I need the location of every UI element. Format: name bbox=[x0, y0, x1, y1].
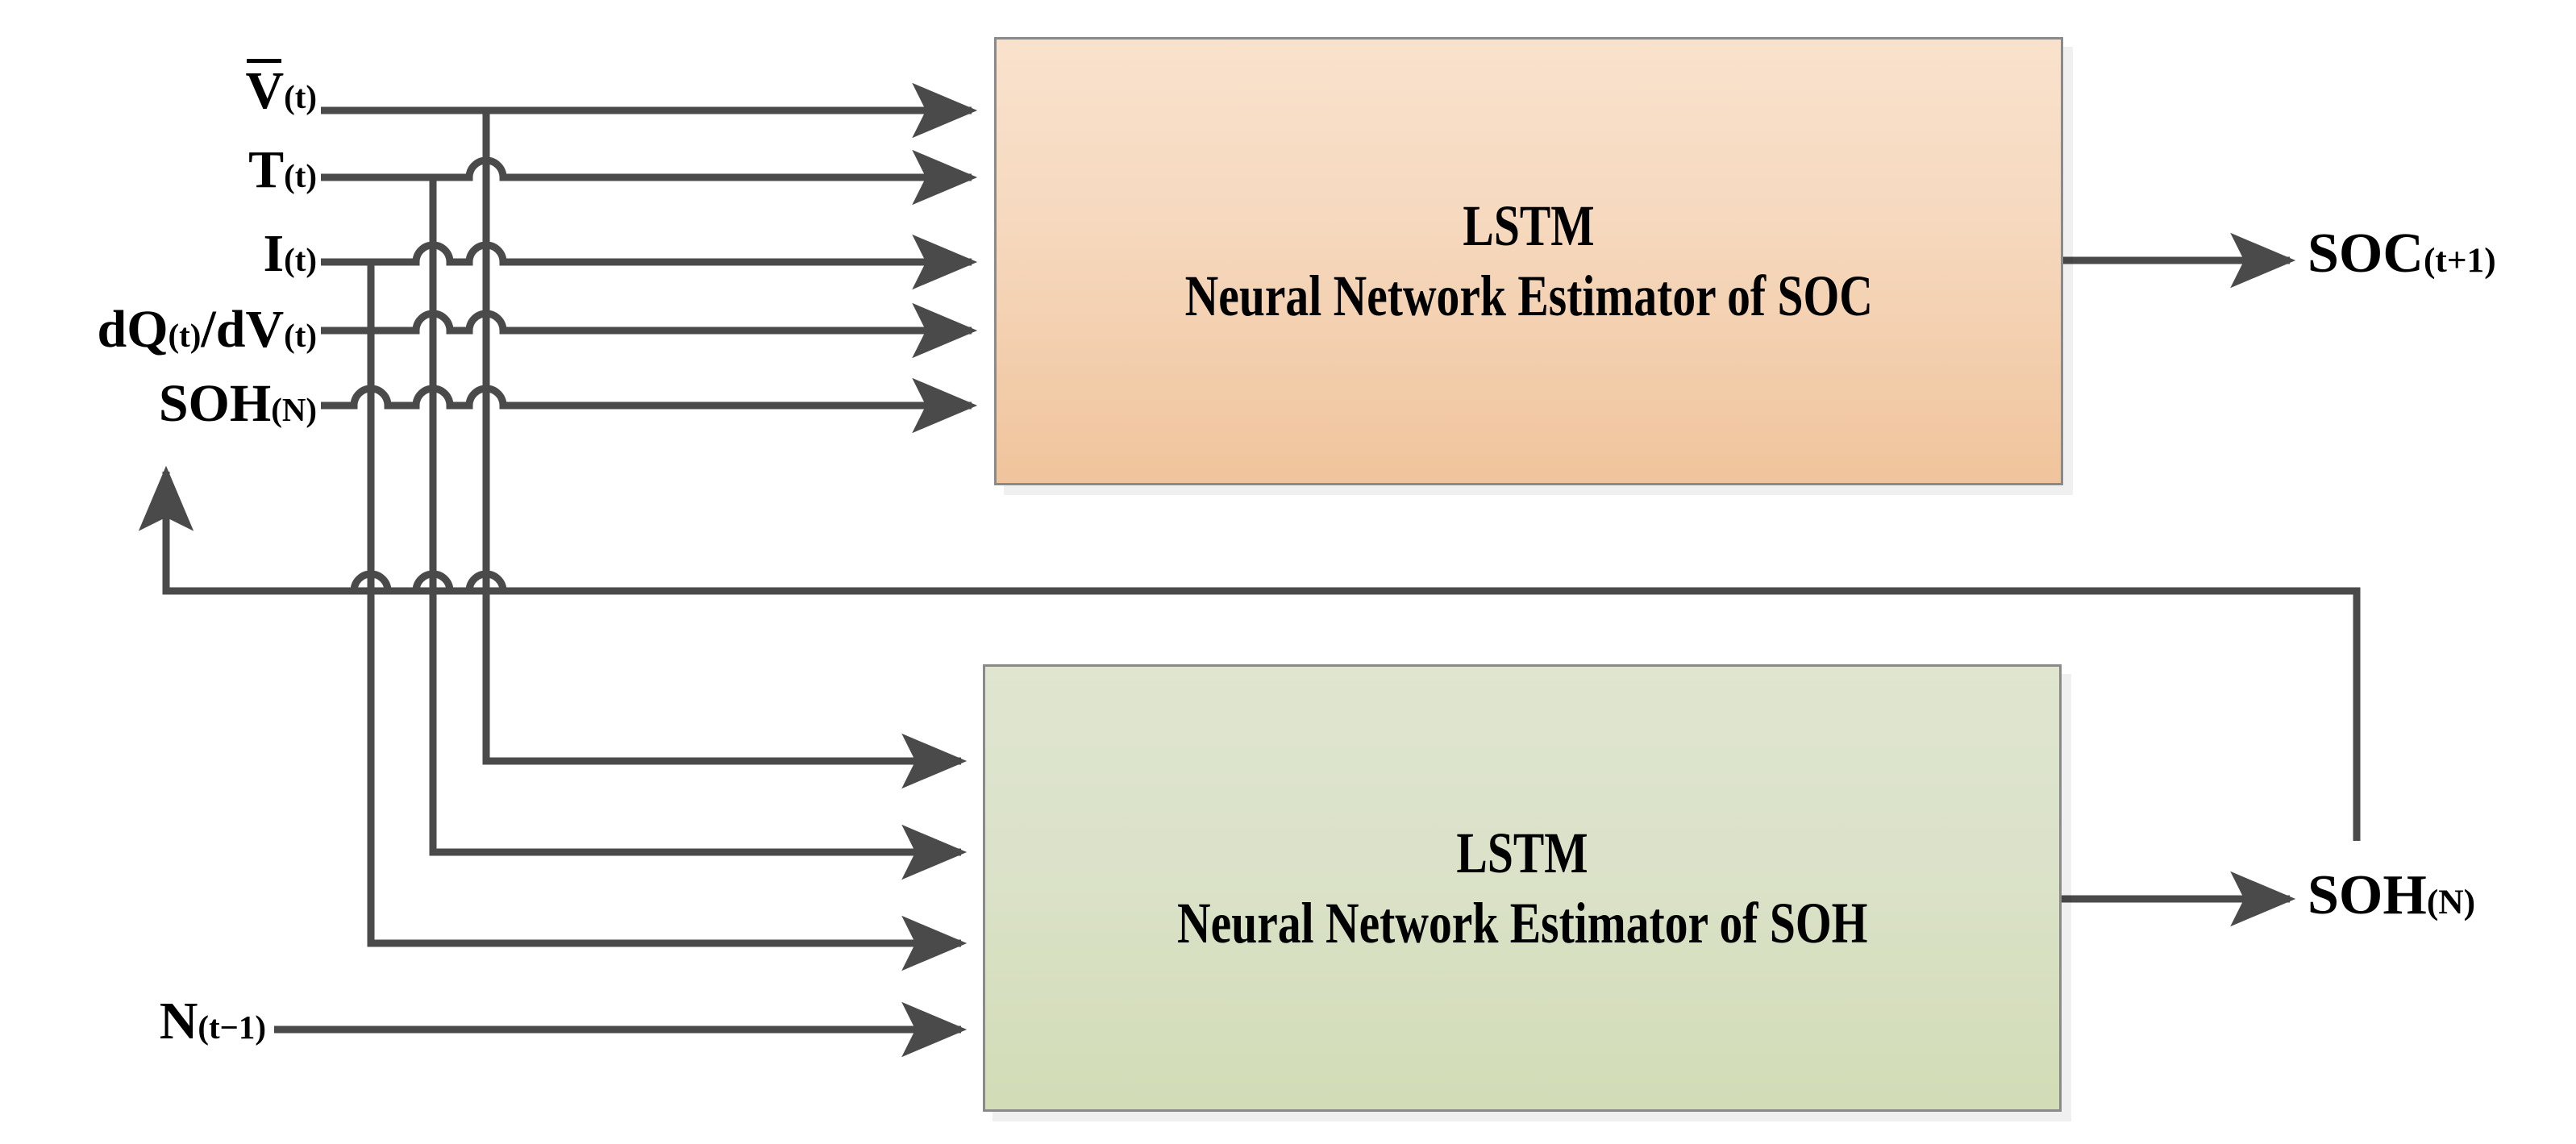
wire-feedback-hops bbox=[350, 570, 507, 592]
input-label-current: I(t) bbox=[0, 227, 317, 281]
input-label-temperature: T(t) bbox=[0, 144, 317, 197]
soc-estimator-block[interactable]: LSTM Neural Network Estimator of SOC bbox=[994, 37, 2063, 485]
input-label-soh: SOH(N) bbox=[0, 377, 317, 431]
soh-block-line1: LSTM bbox=[1456, 820, 1588, 885]
wire-soh-feedback-to-soc bbox=[321, 377, 978, 434]
input-label-voltage: V(t) bbox=[0, 59, 317, 120]
soh-input-symbol: SOH bbox=[158, 374, 272, 433]
output-label-soc: SOC(t+1) bbox=[2308, 226, 2496, 282]
dqdv-v-subscript: (t) bbox=[284, 318, 317, 354]
soc-block-line1: LSTM bbox=[1463, 193, 1595, 259]
current-symbol: I bbox=[263, 224, 285, 283]
wire-dqdv-to-soc bbox=[321, 302, 978, 359]
wire-current-tap-to-soh bbox=[367, 262, 968, 971]
soh-output-subscript: (N) bbox=[2426, 883, 2476, 921]
output-label-soh: SOH(N) bbox=[2308, 867, 2475, 924]
soh-output-symbol: SOH bbox=[2308, 864, 2427, 926]
dqdv-v: V bbox=[245, 300, 285, 359]
soc-block-line2: Neural Network Estimator of SOC bbox=[1184, 264, 1873, 328]
dqdv-q-subscript: (t) bbox=[168, 318, 202, 354]
soh-estimator-block[interactable]: LSTM Neural Network Estimator of SOH bbox=[983, 664, 2062, 1112]
wire-current-to-soc bbox=[321, 234, 978, 290]
temperature-subscript: (t) bbox=[284, 158, 317, 194]
voltage-subscript: (t) bbox=[284, 79, 317, 115]
wire-soh-feedback-loop bbox=[138, 465, 2361, 841]
cycle-subscript: (t−1) bbox=[198, 1009, 266, 1046]
input-label-dqdv: dQ(t)/dV(t) bbox=[0, 303, 317, 356]
input-label-cycle-number: N(t−1) bbox=[0, 995, 266, 1048]
dqdv-q: Q bbox=[127, 300, 169, 359]
voltage-symbol: V bbox=[245, 59, 285, 120]
soh-input-subscript: (N) bbox=[271, 392, 317, 428]
soc-output-symbol: SOC bbox=[2308, 223, 2424, 285]
wire-voltage-tap-to-soh bbox=[482, 110, 968, 789]
soh-block-line2: Neural Network Estimator of SOH bbox=[1176, 890, 1868, 955]
wire-temperature-tap-to-soh bbox=[429, 177, 968, 880]
dqdv-slash-d: /d bbox=[201, 300, 246, 359]
dqdv-d: d bbox=[97, 300, 127, 359]
cycle-symbol: N bbox=[159, 992, 198, 1050]
wire-temperature-to-soc bbox=[321, 149, 978, 206]
temperature-symbol: T bbox=[248, 140, 285, 199]
current-subscript: (t) bbox=[284, 242, 317, 278]
soc-output-subscript: (t+1) bbox=[2423, 241, 2496, 280]
